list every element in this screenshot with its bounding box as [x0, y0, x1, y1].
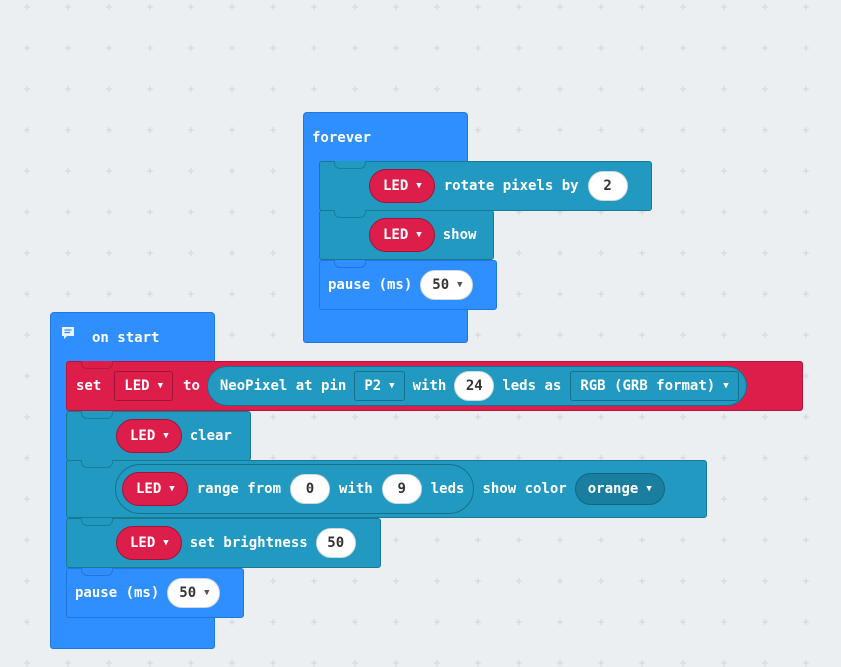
- block-notch: [334, 161, 366, 169]
- range-from-label: range from: [196, 481, 282, 497]
- caret-down-icon: ▼: [416, 230, 422, 240]
- caret-down-icon: ▼: [389, 381, 395, 391]
- led-variable-dropdown[interactable]: LED▼: [369, 218, 435, 252]
- rotate-pixels-label: rotate pixels by: [443, 178, 579, 194]
- caret-down-icon: ▼: [646, 484, 652, 494]
- set-label: set: [76, 378, 102, 394]
- caret-down-icon: ▼: [163, 538, 169, 548]
- range-with-label: with: [339, 481, 373, 497]
- block-notch: [81, 460, 113, 468]
- neopixel-create-reporter[interactable]: NeoPixel at pin P2▼ with 24 leds as RGB …: [206, 366, 747, 406]
- pause-duration-dropdown[interactable]: 50▼: [420, 270, 473, 300]
- on-start-label: on start: [92, 330, 160, 346]
- show-color-label: show color: [482, 481, 567, 497]
- to-label: to: [183, 378, 200, 394]
- show-color-block[interactable]: LED▼ range from 0 with 9 leds show color…: [66, 460, 707, 518]
- color-dropdown[interactable]: orange▼: [574, 473, 665, 505]
- range-length-input[interactable]: 9: [381, 474, 422, 504]
- pixel-format-dropdown[interactable]: RGB (GRB format)▼: [570, 371, 739, 401]
- pause-label: pause (ms): [75, 585, 160, 601]
- block-notch: [81, 411, 113, 419]
- clear-block[interactable]: LED▼ clear: [66, 411, 251, 461]
- led-variable-dropdown[interactable]: LED▼: [116, 526, 182, 560]
- pause-label: pause (ms): [328, 277, 413, 293]
- led-variable-dropdown[interactable]: LED▼: [116, 419, 182, 453]
- caret-down-icon: ▼: [169, 484, 175, 494]
- with-label: with: [412, 378, 447, 394]
- led-count-input[interactable]: 24: [454, 371, 495, 401]
- block-notch: [81, 518, 113, 526]
- led-variable-dropdown[interactable]: LED▼: [369, 169, 435, 203]
- block-notch: [81, 568, 113, 576]
- forever-label: forever: [312, 130, 372, 146]
- brightness-input[interactable]: 50: [315, 528, 356, 558]
- pin-dropdown[interactable]: P2▼: [354, 371, 405, 401]
- clear-label: clear: [189, 428, 232, 444]
- set-variable-block[interactable]: set LED▼ to NeoPixel at pin P2▼ with 24 …: [66, 361, 803, 411]
- caret-down-icon: ▼: [204, 588, 210, 598]
- set-brightness-label: set brightness: [189, 535, 308, 551]
- leds-as-label: leds as: [502, 378, 562, 394]
- range-start-input[interactable]: 0: [290, 474, 331, 504]
- led-variable-dropdown[interactable]: LED▼: [122, 472, 188, 506]
- block-notch: [334, 210, 366, 218]
- caret-down-icon: ▼: [416, 181, 422, 191]
- pause-duration-dropdown[interactable]: 50▼: [167, 578, 220, 608]
- rotate-amount-input[interactable]: 2: [587, 171, 628, 201]
- rotate-pixels-block[interactable]: LED▼ rotate pixels by 2: [319, 161, 652, 211]
- block-notch: [81, 361, 113, 369]
- set-brightness-block[interactable]: LED▼ set brightness 50: [66, 518, 381, 568]
- on-start-pause-block[interactable]: pause (ms) 50▼: [66, 568, 244, 618]
- forever-pause-block[interactable]: pause (ms) 50▼: [319, 260, 497, 310]
- range-leds-label: leds: [430, 481, 465, 497]
- show-block[interactable]: LED▼ show: [319, 210, 494, 260]
- show-label: show: [442, 227, 477, 243]
- caret-down-icon: ▼: [723, 381, 729, 391]
- caret-down-icon: ▼: [163, 431, 169, 441]
- neopixel-at-pin-label: NeoPixel at pin: [219, 378, 347, 394]
- range-reporter[interactable]: LED▼ range from 0 with 9 leds: [115, 464, 475, 514]
- comment-icon[interactable]: [60, 325, 76, 341]
- set-variable-dropdown[interactable]: LED▼: [114, 371, 174, 401]
- caret-down-icon: ▼: [157, 381, 164, 391]
- caret-down-icon: ▼: [457, 280, 463, 290]
- block-notch: [334, 260, 366, 268]
